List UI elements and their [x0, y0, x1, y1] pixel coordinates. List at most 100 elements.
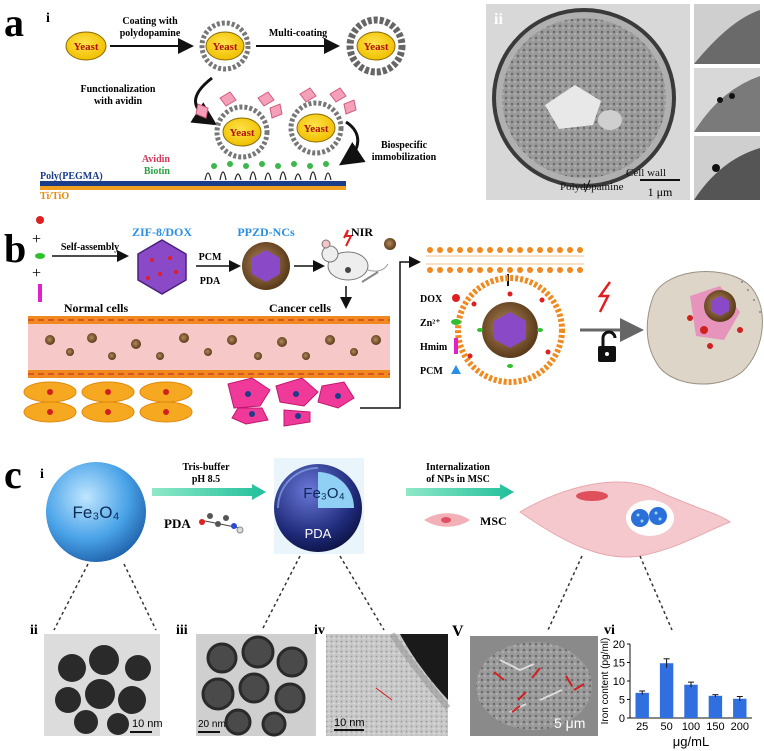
- arrow: [190, 76, 218, 126]
- y-axis-label: Iron content (pg/ml): [600, 638, 611, 725]
- poly-pegma-label: Poly(PEGMA): [40, 171, 103, 182]
- bar: [708, 695, 723, 718]
- y-tick-label: 15: [613, 658, 625, 670]
- cancer-cells: [227, 377, 355, 427]
- legend-label: DOX: [420, 294, 443, 305]
- sub-v: V: [452, 623, 464, 640]
- panel-a: a i Yeast Coating with polydopamine Yeas…: [4, 0, 760, 202]
- scale-iii: 20 nm: [198, 719, 226, 730]
- pda-reagent-label: PDA: [164, 516, 191, 531]
- pcm-label: PCM: [199, 252, 222, 263]
- msc-cell: [519, 481, 731, 558]
- legend-label: PCM: [420, 366, 443, 377]
- bar: [733, 698, 747, 718]
- brush-layer: [204, 161, 332, 181]
- y-tick-label: 5: [619, 695, 625, 707]
- yeast-label: Yeast: [73, 41, 98, 53]
- internalization-label: Internalization: [426, 462, 490, 473]
- leader-lines: [53, 555, 673, 631]
- membrane-bilayer: [424, 246, 590, 290]
- legend-swatch: [451, 319, 461, 325]
- y-tick-label: 0: [619, 713, 625, 725]
- multicoated-yeast: Yeast: [346, 16, 406, 76]
- svg-text:+: +: [32, 231, 41, 248]
- pda-shell-label: PDA: [305, 526, 332, 541]
- panel-b: b + + Self-assembly ZIF-8/DOX PCM PDA PP…: [0, 206, 764, 427]
- yeast-cell: [65, 31, 107, 61]
- sub-ii: ii: [30, 623, 38, 638]
- sub-iii: iii: [176, 623, 188, 638]
- biotin-label: Biotin: [144, 166, 171, 177]
- arrow: [152, 484, 266, 500]
- zif-label: ZIF-8/DOX: [132, 225, 192, 239]
- panel-b-letter: b: [4, 226, 26, 271]
- panel-a-sub-i: i: [46, 11, 50, 26]
- sub-vi: vi: [604, 623, 615, 638]
- hmim-bar: [38, 284, 42, 302]
- ph-label: pH 8.5: [192, 474, 220, 485]
- tem-image-iv: [326, 632, 451, 736]
- x-tick-label: 100: [682, 721, 700, 733]
- polydopamine-label: Polydopamine: [560, 181, 624, 193]
- cell-wall-label: Cell wall: [626, 167, 666, 179]
- nir-label: NIR: [351, 225, 373, 239]
- tem-inset-stack: [694, 4, 760, 200]
- zn-oval: [35, 253, 45, 259]
- legend-swatch: [452, 294, 460, 302]
- cancer-cells-label: Cancer cells: [269, 301, 331, 315]
- step1-label: Coating with: [122, 16, 178, 27]
- bar: [684, 684, 698, 718]
- scale-iv: 10 nm: [334, 717, 365, 729]
- msc-label: MSC: [480, 514, 507, 528]
- x-tick-label: 200: [731, 721, 749, 733]
- y-tick-label: 10: [613, 676, 625, 688]
- step4-label: Biospecific: [381, 140, 428, 151]
- bar: [659, 663, 674, 718]
- svg-text:+: +: [32, 265, 41, 282]
- tem-image-iii: [196, 634, 316, 737]
- normal-cells: [23, 381, 193, 423]
- legend-label: Hmim: [420, 342, 448, 353]
- tem-image-v: [470, 636, 598, 736]
- internalization-label-b: of NPs in MSC: [426, 474, 490, 485]
- fe3o4-label: Fe₃O₄: [73, 503, 120, 522]
- arrow: [406, 484, 514, 500]
- zif-crystal: [137, 239, 187, 295]
- panel-c: c i Fe₃O₄ Tris-buffer pH 8.5 PDA Fe₃O₄ P…: [4, 452, 752, 749]
- x-tick-label: 25: [636, 721, 648, 733]
- legend-swatch: [454, 338, 458, 354]
- legend-swatch: [451, 365, 461, 374]
- tem-image-ii: [44, 634, 160, 736]
- step3b-label: with avidin: [94, 96, 143, 107]
- titio-layer: [40, 186, 346, 190]
- avidin-yeast: Yeast: [195, 91, 283, 160]
- panel-c-sub-i: i: [40, 467, 44, 482]
- yeast-label: Yeast: [363, 41, 388, 53]
- bar: [635, 692, 649, 718]
- pda-molecule-icon: [199, 513, 244, 534]
- x-axis-label: μg/mL: [673, 734, 709, 749]
- unlock-icon: [598, 330, 617, 362]
- mouse-illustration: [321, 229, 396, 283]
- normal-cells-label: Normal cells: [64, 301, 129, 315]
- avidin-label: Avidin: [142, 154, 171, 165]
- panel-c-letter: c: [4, 452, 22, 497]
- coated-yeast: Yeast: [199, 20, 251, 72]
- legend-label: Zn²⁺: [420, 318, 441, 329]
- dox-dot: [36, 216, 44, 224]
- self-assembly-label: Self-assembly: [61, 242, 119, 253]
- x-tick-label: 50: [660, 721, 672, 733]
- tem-image-yeast: [486, 4, 690, 200]
- arrow: [339, 120, 366, 166]
- step3-label: Functionalization: [80, 84, 155, 95]
- step1b-label: polydopamine: [120, 28, 181, 39]
- avidin-yeast: Yeast: [288, 87, 357, 156]
- step2-label: Multi-coating: [269, 28, 327, 39]
- pda-label: PDA: [200, 276, 221, 287]
- panel-a-sub-ii: ii: [494, 11, 503, 28]
- y-tick-label: 20: [613, 639, 625, 651]
- arrow: [360, 256, 421, 409]
